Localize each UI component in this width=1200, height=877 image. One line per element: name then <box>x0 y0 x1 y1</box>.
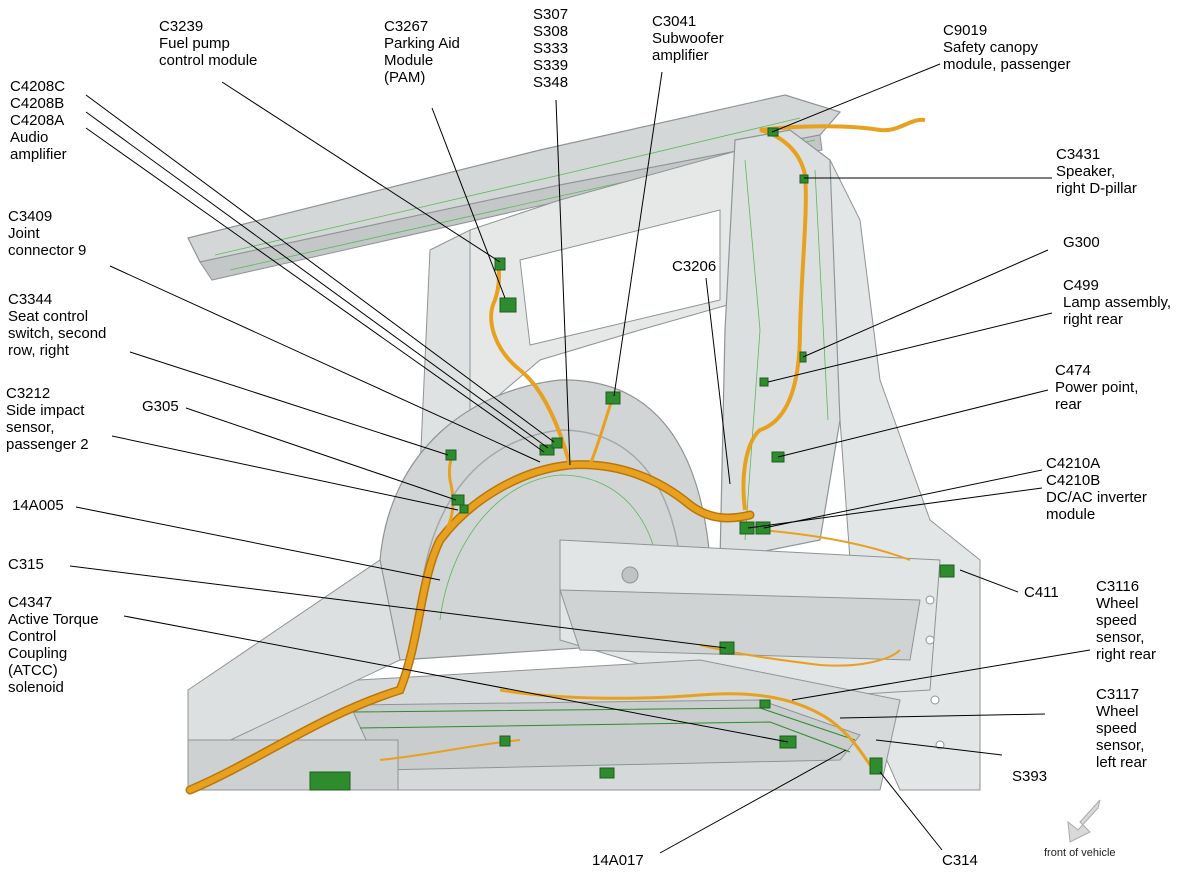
label-14a005: 14A005 <box>12 497 64 514</box>
label-c315: C315 <box>8 556 44 573</box>
label-front-of-vehicle: front of vehicle <box>1044 847 1116 859</box>
quarter-window-opening <box>519 209 721 346</box>
crossmember <box>349 699 861 771</box>
label-c314: C314 <box>942 852 978 869</box>
front-of-vehicle-arrow-icon <box>1067 799 1101 843</box>
label-c3206: C3206 <box>672 258 717 275</box>
label-g305: G305 <box>142 398 179 415</box>
label-s393: S393 <box>1012 768 1048 785</box>
spare-well <box>559 589 921 661</box>
label-14a017: 14A017 <box>592 852 644 869</box>
lower-side-panel <box>187 559 401 761</box>
label-c411: C411 <box>1024 584 1059 601</box>
d-pillar <box>719 129 841 561</box>
harness-d-pillar <box>741 117 926 511</box>
label-g300: G300 <box>1063 234 1100 251</box>
